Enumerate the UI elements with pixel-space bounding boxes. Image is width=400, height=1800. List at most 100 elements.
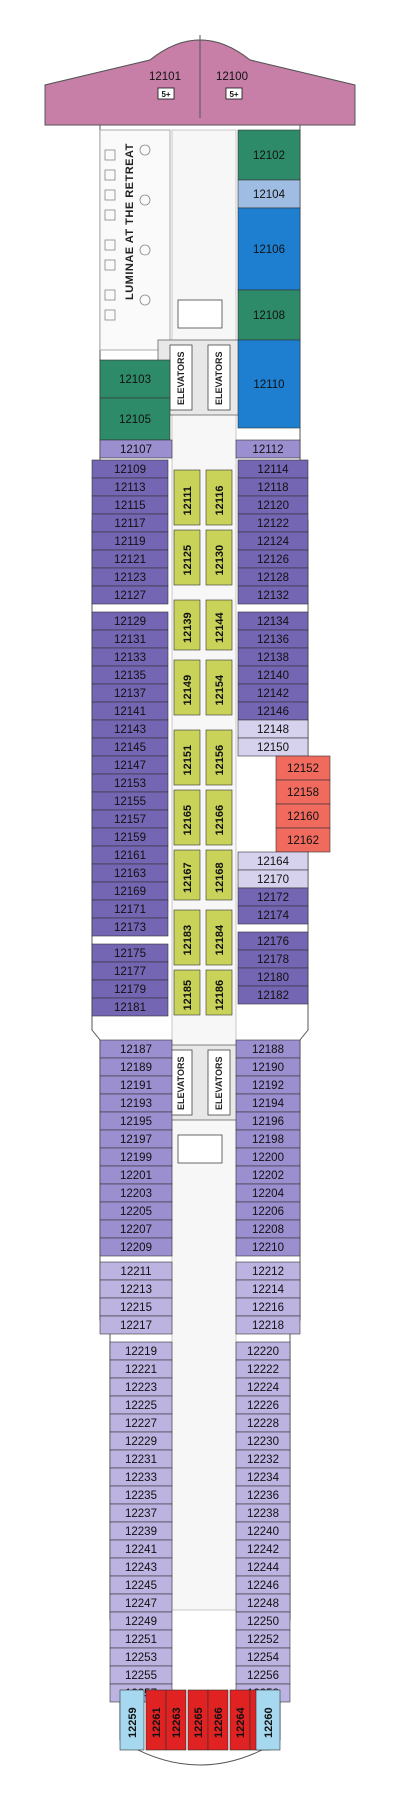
cabin-12150[interactable]: 12150 (237, 737, 309, 757)
cabin-12113[interactable]: 12113 (91, 477, 169, 497)
cabin-12210[interactable]: 12210 (235, 1237, 301, 1257)
cabin-12183[interactable]: 12183 (173, 909, 201, 966)
cabin-12209[interactable]: 12209 (99, 1237, 173, 1257)
cabin-12226[interactable]: 12226 (235, 1395, 291, 1415)
cabin-12232[interactable]: 12232 (235, 1449, 291, 1469)
cabin-12130[interactable]: 12130 (205, 529, 233, 586)
cabin-12187[interactable]: 12187 (99, 1039, 173, 1059)
cabin-12173[interactable]: 12173 (91, 917, 169, 937)
cabin-shape[interactable] (205, 599, 233, 651)
cabin-12239[interactable]: 12239 (109, 1521, 173, 1541)
cabin-12106[interactable]: 12106 (237, 207, 301, 291)
cabin-12265[interactable]: 12265 (187, 1689, 209, 1751)
cabin-12101[interactable]: 12101 (149, 71, 181, 83)
cabin-12128[interactable]: 12128 (237, 567, 309, 587)
cabin-12110[interactable]: 12110 (237, 339, 301, 429)
cabin-12217[interactable]: 12217 (99, 1315, 173, 1335)
cabin-12112[interactable]: 12112 (235, 439, 301, 459)
cabin-12212[interactable]: 12212 (235, 1261, 301, 1281)
cabin-shape[interactable] (205, 969, 233, 1016)
cabin-12122[interactable]: 12122 (237, 513, 309, 533)
cabin-12238[interactable]: 12238 (235, 1503, 291, 1523)
cabin-12254[interactable]: 12254 (235, 1647, 291, 1667)
cabin-12142[interactable]: 12142 (237, 683, 309, 703)
cabin-12225[interactable]: 12225 (109, 1395, 173, 1415)
cabin-12131[interactable]: 12131 (91, 629, 169, 649)
cabin-12234[interactable]: 12234 (235, 1467, 291, 1487)
cabin-shape[interactable] (255, 1689, 281, 1751)
cabin-12259[interactable]: 12259 (119, 1689, 145, 1751)
cabin-12197[interactable]: 12197 (99, 1129, 173, 1149)
cabin-12208[interactable]: 12208 (235, 1219, 301, 1239)
cabin-shape[interactable] (99, 439, 173, 459)
cabin-12129[interactable]: 12129 (91, 611, 169, 631)
cabin-12186[interactable]: 12186 (205, 969, 233, 1016)
cabin-12160[interactable]: 12160 (275, 803, 331, 829)
cabin-12189[interactable]: 12189 (99, 1057, 173, 1077)
cabin-12156[interactable]: 12156 (205, 729, 233, 786)
cabin-12145[interactable]: 12145 (91, 737, 169, 757)
cabin-12211[interactable]: 12211 (99, 1261, 173, 1281)
cabin-12162[interactable]: 12162 (275, 827, 331, 853)
cabin-12137[interactable]: 12137 (91, 683, 169, 703)
cabin-shape[interactable] (235, 1237, 301, 1257)
cabin-12243[interactable]: 12243 (109, 1557, 173, 1577)
cabin-12124[interactable]: 12124 (237, 531, 309, 551)
cabin-12102[interactable]: 12102 (237, 129, 301, 181)
cabin-12184[interactable]: 12184 (205, 909, 233, 966)
cabin-12255[interactable]: 12255 (109, 1665, 173, 1685)
cabin-shape[interactable] (91, 997, 169, 1017)
cabin-12157[interactable]: 12157 (91, 809, 169, 829)
cabin-12147[interactable]: 12147 (91, 755, 169, 775)
cabin-12219[interactable]: 12219 (109, 1341, 173, 1361)
cabin-12195[interactable]: 12195 (99, 1111, 173, 1131)
cabin-12133[interactable]: 12133 (91, 647, 169, 667)
cabin-12222[interactable]: 12222 (235, 1359, 291, 1379)
cabin-12152[interactable]: 12152 (275, 755, 331, 781)
cabin-12224[interactable]: 12224 (235, 1377, 291, 1397)
cabin-12104[interactable]: 12104 (237, 179, 301, 209)
cabin-12204[interactable]: 12204 (235, 1183, 301, 1203)
cabin-12214[interactable]: 12214 (235, 1279, 301, 1299)
cabin-12109[interactable]: 12109 (91, 459, 169, 479)
cabin-12146[interactable]: 12146 (237, 701, 309, 721)
cabin-12229[interactable]: 12229 (109, 1431, 173, 1451)
cabin-12260[interactable]: 12260 (255, 1689, 281, 1751)
cabin-12169[interactable]: 12169 (91, 881, 169, 901)
cabin-12159[interactable]: 12159 (91, 827, 169, 847)
cabin-shape[interactable] (237, 905, 309, 925)
cabin-shape[interactable] (235, 1315, 301, 1335)
cabin-12172[interactable]: 12172 (237, 887, 309, 907)
cabin-shape[interactable] (91, 585, 169, 605)
cabin-shape[interactable] (99, 1237, 173, 1257)
cabin-12221[interactable]: 12221 (109, 1359, 173, 1379)
cabin-12228[interactable]: 12228 (235, 1413, 291, 1433)
cabin-12134[interactable]: 12134 (237, 611, 309, 631)
cabin-12245[interactable]: 12245 (109, 1575, 173, 1595)
cabin-12105[interactable]: 12105 (99, 397, 171, 441)
cabin-shape[interactable] (205, 659, 233, 716)
cabin-12167[interactable]: 12167 (173, 849, 201, 901)
cabin-12115[interactable]: 12115 (91, 495, 169, 515)
cabin-12125[interactable]: 12125 (173, 529, 201, 586)
cabin-12165[interactable]: 12165 (173, 789, 201, 846)
cabin-12200[interactable]: 12200 (235, 1147, 301, 1167)
cabin-12158[interactable]: 12158 (275, 779, 331, 805)
cabin-12198[interactable]: 12198 (235, 1129, 301, 1149)
cabin-12103[interactable]: 12103 (99, 359, 171, 399)
cabin-12233[interactable]: 12233 (109, 1467, 173, 1487)
cabin-12244[interactable]: 12244 (235, 1557, 291, 1577)
cabin-12227[interactable]: 12227 (109, 1413, 173, 1433)
cabin-shape[interactable] (237, 179, 301, 209)
cabin-shape[interactable] (173, 599, 201, 651)
cabin-12135[interactable]: 12135 (91, 665, 169, 685)
cabin-12117[interactable]: 12117 (91, 513, 169, 533)
cabin-12175[interactable]: 12175 (91, 943, 169, 963)
cabin-12190[interactable]: 12190 (235, 1057, 301, 1077)
cabin-12192[interactable]: 12192 (235, 1075, 301, 1095)
cabin-12248[interactable]: 12248 (235, 1593, 291, 1613)
cabin-12144[interactable]: 12144 (205, 599, 233, 651)
cabin-12143[interactable]: 12143 (91, 719, 169, 739)
cabin-shape[interactable] (237, 207, 301, 291)
cabin-12266[interactable]: 12266 (207, 1689, 229, 1751)
